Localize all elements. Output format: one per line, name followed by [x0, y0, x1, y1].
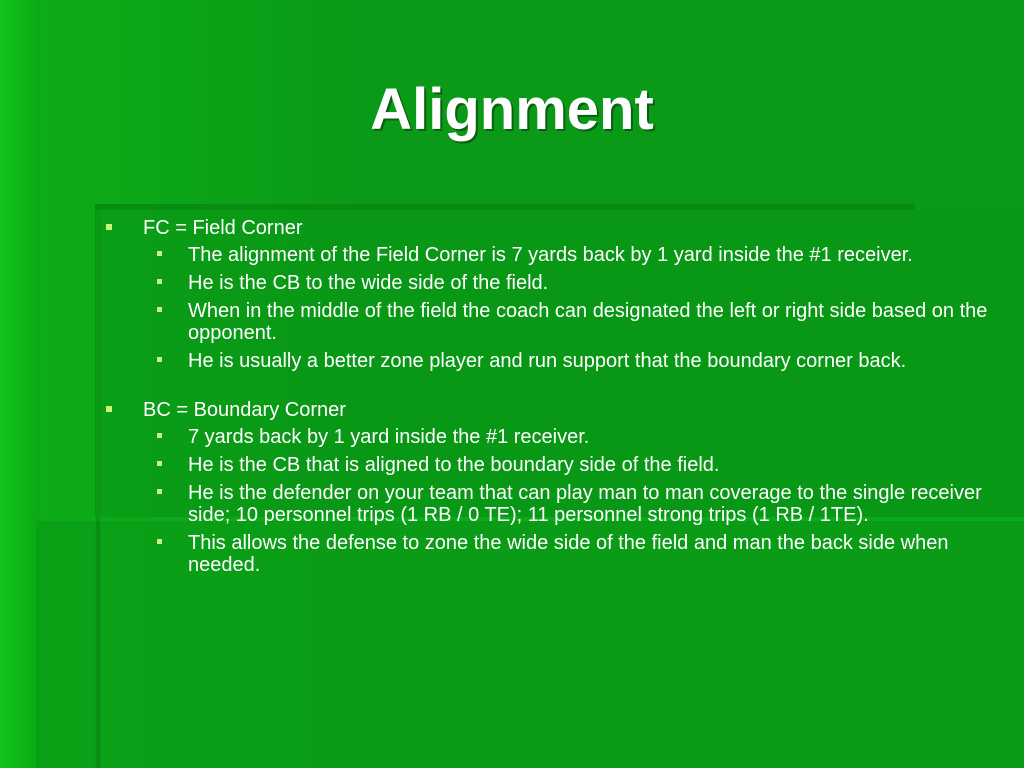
decorative-panel-lower-edge	[36, 517, 1024, 521]
list-item: He is the CB to the wide side of the fie…	[100, 272, 1000, 294]
square-bullet-icon	[157, 279, 162, 284]
list-item: He is usually a better zone player and r…	[100, 350, 1000, 372]
section-heading-field-corner: FC = Field Corner	[100, 216, 1000, 240]
list-item: He is the CB that is aligned to the boun…	[100, 454, 1000, 476]
decorative-panel-left-edge	[95, 204, 101, 768]
square-bullet-icon	[157, 251, 162, 256]
square-bullet-icon	[157, 461, 162, 466]
section-heading-boundary-corner: BC = Boundary Corner	[100, 398, 1000, 422]
list-item-text: The alignment of the Field Corner is 7 y…	[188, 244, 913, 266]
square-bullet-icon	[157, 433, 162, 438]
square-bullet-icon	[157, 307, 162, 312]
decorative-panel-upper	[101, 210, 1024, 520]
list-item-text: He is the CB that is aligned to the boun…	[188, 454, 720, 476]
square-bullet-icon	[106, 224, 112, 230]
list-item: 7 yards back by 1 yard inside the #1 rec…	[100, 426, 1000, 448]
list-item: When in the middle of the field the coac…	[100, 300, 1000, 344]
decorative-panel-top-edge	[95, 204, 915, 210]
left-accent-band	[0, 0, 40, 768]
square-bullet-icon	[157, 539, 162, 544]
decorative-panel-lower	[36, 517, 1024, 768]
slide-body: FC = Field Corner The alignment of the F…	[100, 214, 1000, 582]
list-item-text: This allows the defense to zone the wide…	[188, 532, 949, 576]
square-bullet-icon	[157, 357, 162, 362]
list-item: This allows the defense to zone the wide…	[100, 532, 1000, 576]
list-item-text: He is the defender on your team that can…	[188, 482, 982, 526]
section-spacer	[100, 378, 1000, 396]
list-item: He is the defender on your team that can…	[100, 482, 1000, 526]
square-bullet-icon	[157, 489, 162, 494]
slide-title: Alignment	[370, 77, 654, 142]
decorative-panel-lower-divider	[96, 517, 100, 768]
list-item-text: 7 yards back by 1 yard inside the #1 rec…	[188, 426, 590, 448]
section-heading-text: FC = Field Corner	[143, 217, 303, 239]
section-heading-text: BC = Boundary Corner	[143, 399, 346, 421]
square-bullet-icon	[106, 406, 112, 412]
list-item-text: When in the middle of the field the coac…	[188, 300, 988, 344]
list-item: The alignment of the Field Corner is 7 y…	[100, 244, 1000, 266]
list-item-text: He is usually a better zone player and r…	[188, 350, 907, 372]
list-item-text: He is the CB to the wide side of the fie…	[188, 272, 549, 294]
